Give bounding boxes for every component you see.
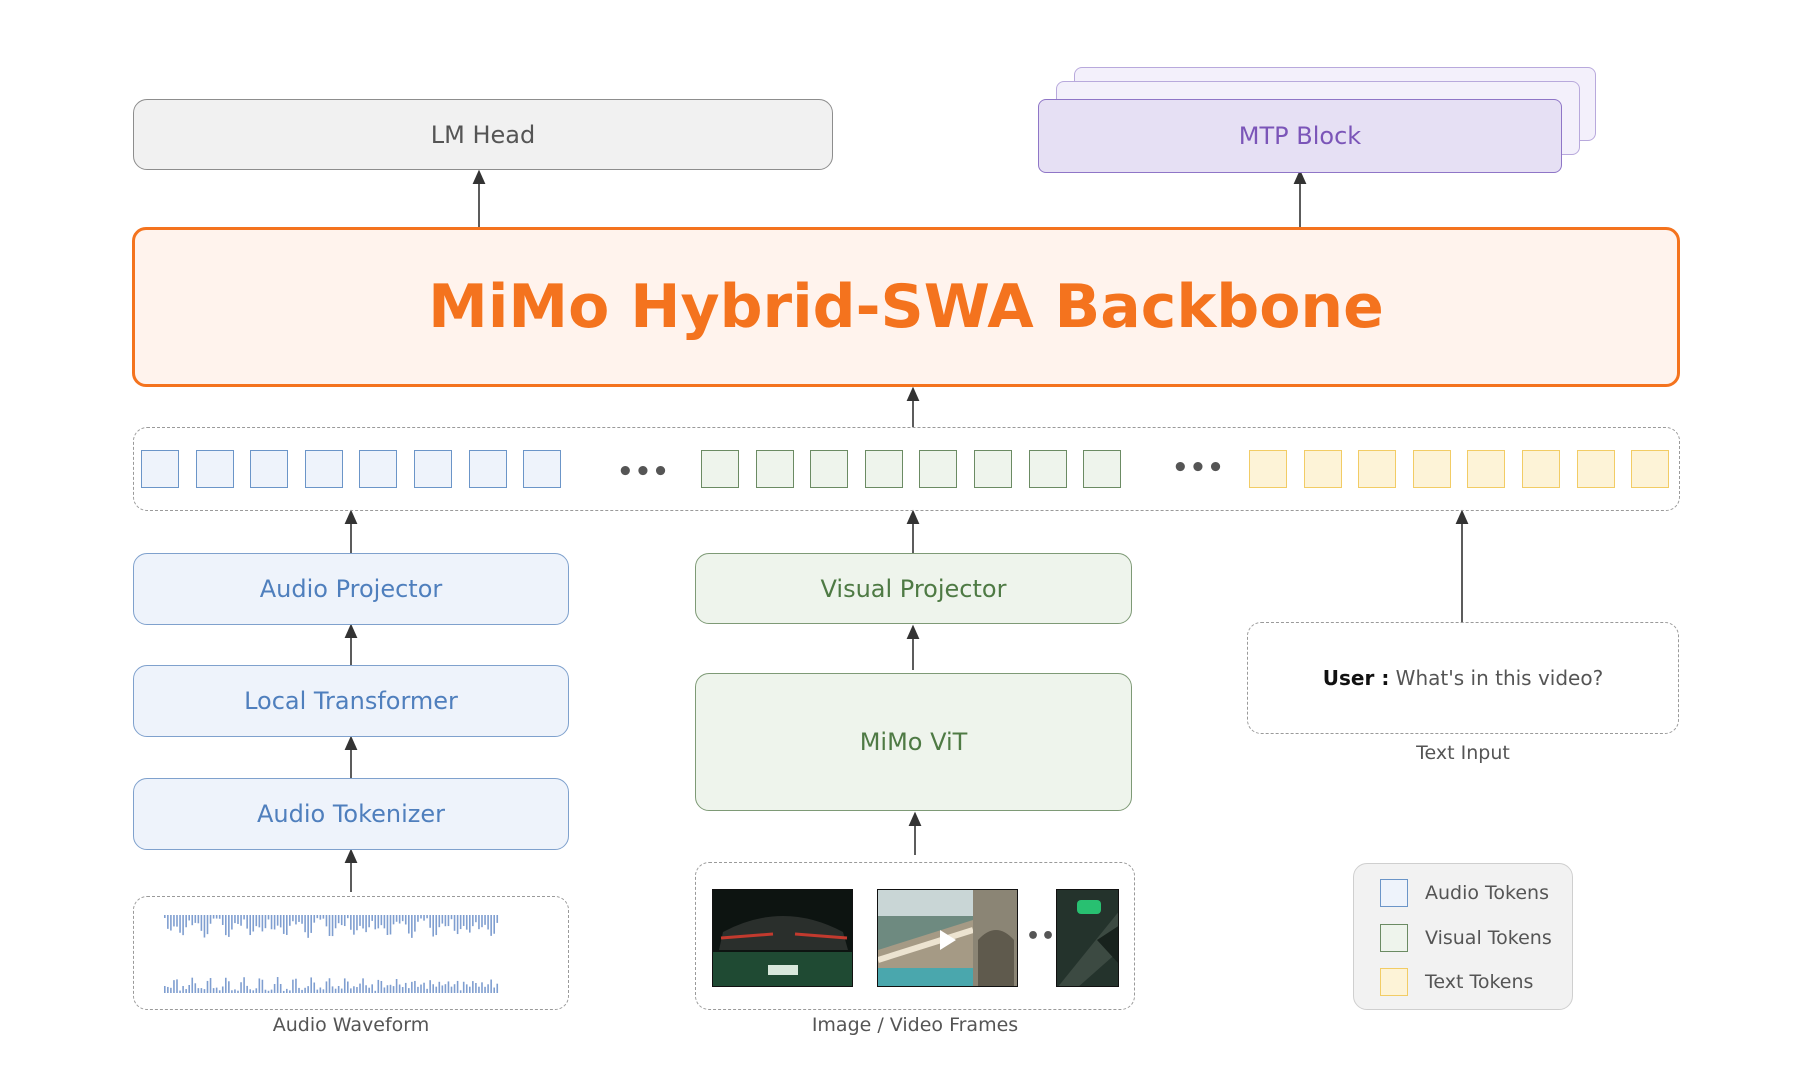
token-ellipsis-2: •••: [1172, 453, 1225, 483]
visual-token: [810, 450, 849, 488]
legend: Audio Tokens Visual Tokens Text Tokens: [1353, 863, 1573, 1010]
audio-waveform-box: [133, 896, 569, 1010]
legend-text: Text Tokens: [1380, 968, 1533, 996]
audio-token: [414, 450, 452, 488]
video-frame-3: [1056, 889, 1119, 987]
token-ellipsis-1: •••: [617, 457, 670, 487]
legend-visual: Visual Tokens: [1380, 924, 1552, 952]
text-token: [1631, 450, 1670, 488]
audio-token: [359, 450, 398, 488]
visual-projector-label: Visual Projector: [820, 574, 1007, 603]
mtp-block-box: MTP Block: [1038, 99, 1562, 173]
backbone-box: MiMo Hybrid-SWA Backbone: [132, 227, 1680, 387]
audio-token: [468, 450, 507, 488]
text-token: [1576, 450, 1615, 488]
visual-token: [864, 450, 903, 488]
user-label: User :: [1322, 666, 1390, 690]
audio-token: [523, 450, 562, 488]
text-token: [1467, 450, 1506, 488]
legend-text-swatch: [1380, 968, 1408, 996]
legend-visual-label: Visual Tokens: [1425, 927, 1552, 949]
audio-token: [250, 450, 289, 488]
token-sequence: ••• •••: [133, 427, 1680, 511]
text-input-box: User : What's in this video?: [1247, 622, 1679, 734]
audio-projector-box: Audio Projector: [133, 553, 569, 625]
mimo-vit-label: MiMo ViT: [859, 728, 968, 756]
legend-audio: Audio Tokens: [1380, 879, 1549, 907]
legend-visual-swatch: [1380, 924, 1408, 952]
audio-token: [304, 450, 343, 488]
visual-token: [974, 450, 1012, 488]
audio-waveform-caption: Audio Waveform: [272, 1014, 430, 1036]
lm-head-box: LM Head: [133, 99, 833, 170]
audio-projector-label: Audio Projector: [259, 575, 443, 603]
legend-audio-swatch: [1380, 879, 1408, 907]
text-token: [1522, 450, 1560, 488]
text-token: [1249, 450, 1287, 488]
mtp-block-label: MTP Block: [1238, 122, 1362, 150]
audio-token: [195, 450, 234, 488]
user-message: What's in this video?: [1389, 666, 1604, 690]
video-frames-caption: Image / Video Frames: [811, 1014, 1019, 1036]
local-transformer-box: Local Transformer: [133, 665, 569, 737]
visual-projector-box: Visual Projector: [695, 553, 1132, 624]
local-transformer-label: Local Transformer: [244, 687, 458, 715]
text-token: [1412, 450, 1451, 488]
visual-token: [1083, 450, 1122, 488]
video-frames-box: •••: [695, 862, 1135, 1010]
mimo-vit-box: MiMo ViT: [695, 673, 1132, 811]
audio-waveform-image: [164, 915, 499, 993]
text-token: [1358, 450, 1397, 488]
audio-token: [141, 450, 179, 488]
visual-token: [755, 450, 794, 488]
visual-token: [1028, 450, 1067, 488]
lm-head-label: LM Head: [430, 120, 536, 149]
visual-token: [701, 450, 739, 488]
video-frame-2: [877, 889, 1018, 987]
text-token: [1303, 450, 1342, 488]
legend-text-label: Text Tokens: [1425, 971, 1534, 993]
visual-token: [919, 450, 958, 488]
video-frame-1: [712, 889, 853, 987]
legend-audio-label: Audio Tokens: [1425, 882, 1550, 904]
text-input-caption: Text Input: [1416, 742, 1510, 764]
audio-tokenizer-box: Audio Tokenizer: [133, 778, 569, 850]
audio-tokenizer-label: Audio Tokenizer: [256, 800, 446, 828]
backbone-title: MiMo Hybrid-SWA Backbone: [428, 272, 1384, 342]
